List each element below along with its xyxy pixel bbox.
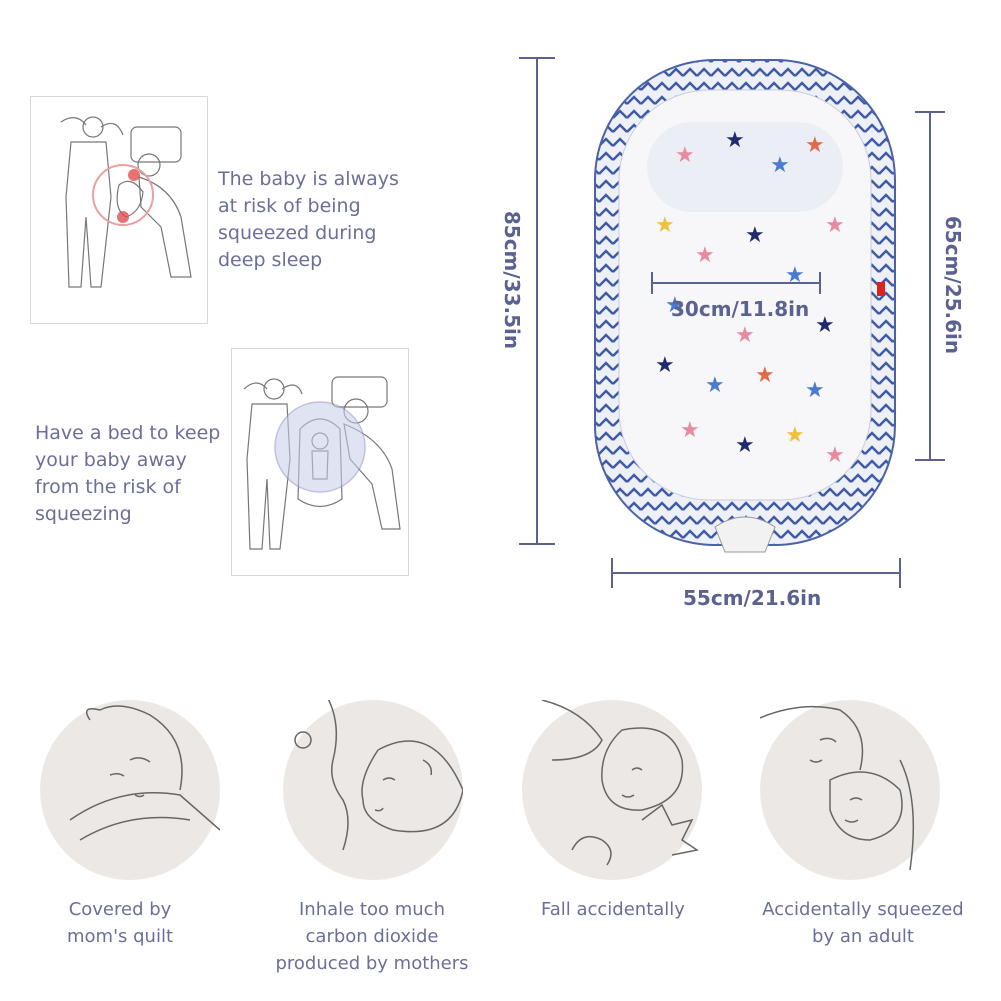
svg-text:★: ★ [805,133,825,158]
squeezed-sketch [754,705,915,871]
caption-line: produced by mothers [275,953,469,974]
baby-nest-image: ★ ★ ★ ★ ★ ★ ★ ★ ★ ★ ★ ★ ★ ★ ★ ★ ★ ★ ★ ★ [594,59,896,553]
quilt-risk-illustration [40,700,221,880]
caption-line: Have a bed to keep [35,422,221,444]
risk-caption-quilt: Covered by mom's quilt [20,896,220,950]
svg-text:★: ★ [770,153,790,178]
svg-text:★: ★ [785,423,805,448]
baby-nest-cosleeping-illustration [231,348,409,576]
caption-line: mom's quilt [66,926,174,947]
svg-text:★: ★ [665,293,685,318]
co-sleeping-sketch [60,116,192,288]
caption-line: squeezing [35,503,132,525]
caption-line: Inhale too much [298,899,445,920]
inner-height-dimension-label: 65cm/25.6in [941,215,965,355]
top-left-caption: The baby is always at risk of being sque… [218,166,399,274]
svg-text:★: ★ [735,323,755,348]
inner-width-dimension-label: 30cm/11.8in [671,297,810,321]
middle-left-caption: Have a bed to keep your baby away from t… [35,420,220,528]
svg-text:★: ★ [725,128,745,153]
caption-line: deep sleep [218,249,323,271]
risk-caption-co2: Inhale too much carbon dioxide produced … [262,896,482,977]
caption-line: carbon dioxide [305,926,439,947]
fall-risk-illustration [522,699,702,880]
svg-text:★: ★ [825,443,845,468]
caption-line: Fall accidentally [541,899,685,920]
caption-line: squeezed during [218,222,377,244]
height-dimension-label: 85cm/33.5in [500,210,524,350]
svg-text:★: ★ [680,418,700,443]
svg-text:★: ★ [695,243,715,268]
co2-risk-illustration [283,689,464,880]
caption-line: from the risk of [35,476,181,498]
caption-line: The baby is always [218,168,399,190]
caption-line: by an adult [812,926,914,947]
caption-line: Covered by [68,899,172,920]
svg-text:★: ★ [655,213,675,238]
svg-text:★: ★ [785,263,805,288]
nest-sketch [243,376,401,550]
baby-nest-product: ★ ★ ★ ★ ★ ★ ★ ★ ★ ★ ★ ★ ★ ★ ★ ★ ★ ★ ★ ★ [585,52,905,557]
svg-text:★: ★ [825,213,845,238]
caption-line: your baby away [35,449,187,471]
svg-text:★: ★ [805,378,825,403]
svg-text:★: ★ [655,353,675,378]
svg-text:★: ★ [755,363,775,388]
squeezed-risk-illustration [754,700,940,880]
caption-line: Accidentally squeezed [762,899,964,920]
svg-text:★: ★ [675,143,695,168]
caption-line: at risk of being [218,195,361,217]
svg-text:★: ★ [815,313,835,338]
co-sleeping-illustration [30,96,208,324]
risk-caption-squeezed: Accidentally squeezed by an adult [745,896,981,950]
fall-sketch [541,699,699,866]
svg-text:★: ★ [705,373,725,398]
co2-sketch [294,689,464,851]
risk-caption-fall: Fall accidentally [510,896,716,923]
width-dimension-label: 55cm/21.6in [683,586,822,610]
svg-text:★: ★ [745,223,765,248]
quilt-sketch [69,705,221,841]
svg-text:★: ★ [735,433,755,458]
